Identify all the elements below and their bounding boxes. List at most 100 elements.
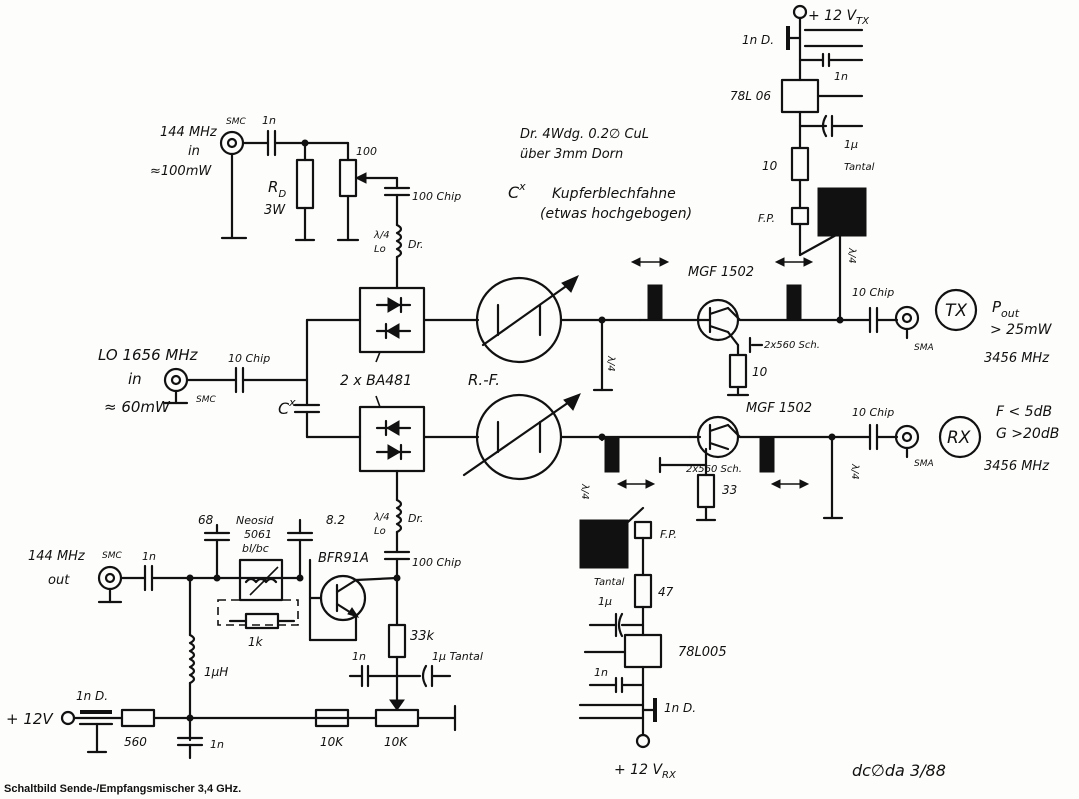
c10chip-lo-label: 10 Chip	[228, 352, 270, 365]
lo-section	[163, 318, 381, 439]
choke-top	[395, 223, 403, 259]
figure-caption: Schaltbild Sende-/Empfangsmischer 3,4 GH…	[4, 783, 241, 795]
vtx-label: + 12 VTX	[808, 8, 870, 27]
smc-connector-in	[219, 130, 245, 156]
regulator-78l005	[623, 633, 663, 669]
note-dr-line1: Dr. 4Wdg. 0.2∅ CuL	[520, 127, 649, 142]
dr-bottom-label: Dr.	[408, 512, 423, 525]
r10k-a-label: 10K	[320, 735, 344, 749]
stub-tx-1	[647, 284, 663, 321]
mgf-rx-label: MGF 1502	[746, 401, 812, 416]
transistor-bfr91a	[319, 574, 367, 622]
rx-noise: F < 5dB	[996, 404, 1052, 420]
lo-power: ≈ 60mW	[104, 398, 171, 416]
vtx-terminal	[792, 4, 808, 20]
dr-top-label: Dr.	[408, 238, 423, 251]
neosid-label-1: Neosid	[236, 514, 275, 527]
resistor-47	[633, 573, 653, 609]
tant-if-label: 1μ Tantal	[432, 650, 483, 663]
bfr-label: BFR91A	[318, 551, 369, 566]
lambda4-top-label: λ/4	[373, 230, 390, 241]
rf-label: R.-F.	[468, 371, 500, 389]
reg-rx-label: 78L005	[678, 645, 727, 660]
rx-freq: 3456 MHz	[984, 459, 1050, 474]
sma-rx-label: SMA	[914, 459, 934, 469]
src-rx-label: 2x560 Sch.	[686, 464, 742, 475]
potentiometer-10k	[374, 708, 420, 728]
sma-tx-label: SMA	[914, 343, 934, 353]
input-144mhz-section	[219, 129, 411, 290]
r10-tx-label: 10	[762, 159, 778, 173]
tant-rx-b: 1μ	[598, 595, 612, 608]
r33k-label: 33k	[410, 629, 435, 644]
mgf-tx-label: MGF 1502	[688, 265, 754, 280]
lambda4-c: λ/4	[579, 483, 590, 500]
lambda4-d: λ/4	[849, 463, 860, 480]
rx-gain: G >20dB	[996, 426, 1059, 442]
in144-in: in	[188, 144, 200, 159]
src-tx-label: 2x560 Sch.	[764, 340, 820, 351]
out144-label: 144 MHz	[28, 549, 86, 564]
pot100-label: 100	[356, 145, 377, 158]
labels: 144 MHz in ≈100mW SMC 1n 100 RD 3W 100 C…	[4, 8, 1059, 795]
rx-text: RX	[947, 428, 971, 448]
diode-block-top	[358, 286, 426, 354]
resistor-10-supply-tx	[790, 146, 810, 182]
c1nd-tx-label: 1n D.	[742, 33, 774, 47]
c1n-label: 1n	[262, 114, 276, 127]
tx-label-circle	[934, 288, 978, 332]
note-cx-symbol: Cx	[508, 180, 526, 202]
cx-label: Cx	[278, 396, 296, 418]
tx-text: TX	[945, 301, 967, 321]
in144-power: ≈100mW	[150, 164, 212, 179]
pout-label: Pout	[992, 298, 1020, 320]
neosid-label-2: 5061	[244, 528, 272, 541]
tant-tx-b: Tantal	[844, 162, 875, 173]
sma-connector-rx	[894, 424, 920, 450]
sma-connector-tx	[894, 305, 920, 331]
potentiometer-100	[338, 158, 358, 198]
c10chip-rx-label: 10 Chip	[852, 406, 894, 419]
tx-chain	[592, 223, 978, 397]
v12-label: + 12V	[6, 710, 54, 728]
resistor-10k	[314, 708, 350, 728]
smc-connector-lo	[163, 367, 189, 393]
c1n-in-label: 1n	[210, 738, 224, 751]
stub-rx-1	[604, 436, 620, 473]
diodes-label: 2 x BA481	[340, 373, 412, 389]
c10chip-tx-label: 10 Chip	[852, 286, 894, 299]
lambda4-b: λ/4	[846, 247, 857, 264]
r10k-b-label: 10K	[384, 735, 408, 749]
c1nd-in-label: 1n D.	[76, 689, 108, 703]
c1n-rx-label: 1n	[594, 666, 608, 679]
regulator-78l06	[780, 78, 820, 114]
c1nd-rx-label: 1n D.	[664, 701, 696, 715]
smc-label-lo: SMC	[196, 395, 216, 405]
pout-value: > 25mW	[990, 322, 1053, 338]
neosid-label-3: bl/bc	[242, 542, 269, 555]
tx-supply	[780, 4, 867, 257]
lo-in: in	[128, 370, 142, 388]
c100chip-top-label: 100 Chip	[412, 190, 461, 203]
resistor-rd	[295, 158, 315, 210]
decoupling-pad-tx	[817, 187, 867, 237]
c1n-out-label: 1n	[142, 550, 156, 563]
resistor-33-rx	[696, 473, 716, 509]
lambda4-a: λ/4	[605, 355, 616, 372]
smc-label-out: SMC	[102, 551, 122, 561]
smc-connector-out	[97, 565, 123, 591]
mgf1502-tx	[696, 298, 740, 342]
decoupling-pad-rx	[579, 519, 629, 569]
feedthrough-rx	[633, 520, 653, 540]
lo-label: LO 1656 MHz	[98, 346, 199, 364]
lambda4-bottom-label: λ/4	[373, 512, 390, 523]
r1k-label: 1k	[248, 635, 264, 649]
diode-block-bottom	[358, 405, 426, 473]
reg-tx-label: 78L 06	[730, 89, 771, 103]
smc-label-in: SMC	[226, 117, 246, 127]
resistor-33k	[387, 623, 407, 659]
r10-label: 10	[752, 365, 768, 379]
filter-top	[422, 275, 642, 364]
c1n-if-label: 1n	[352, 650, 366, 663]
